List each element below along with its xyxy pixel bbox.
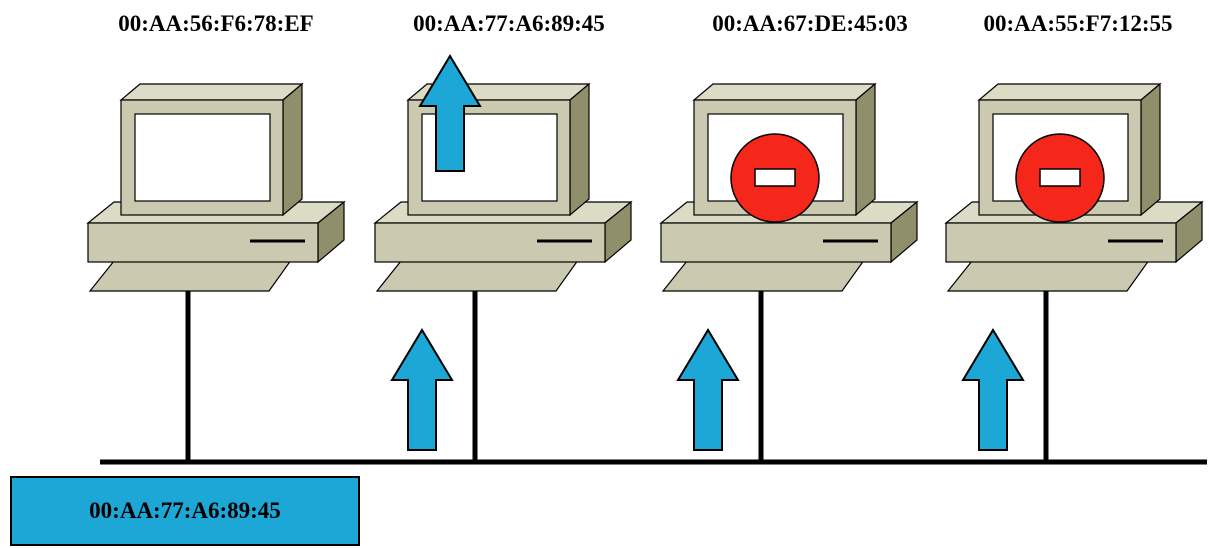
monitor-top-face — [977, 83, 1162, 101]
no-entry-bar — [1039, 168, 1081, 187]
no-entry-icon — [730, 133, 820, 223]
frame-accepted-arrow-icon — [418, 54, 482, 172]
mac-label-host-2: 00:AA:77:A6:89:45 — [413, 11, 605, 36]
monitor-side-face — [569, 82, 590, 217]
frame-destination-mac: 00:AA:77:A6:89:45 — [89, 498, 281, 523]
computer-host-4 — [944, 82, 1204, 462]
computer-host-1 — [86, 82, 346, 462]
computer-host-2 — [373, 54, 633, 462]
computer-host-3 — [659, 82, 919, 462]
monitor-top-face — [119, 83, 304, 101]
frame-up-arrow-icon — [961, 328, 1025, 451]
mac-label-host-1: 00:AA:56:F6:78:EF — [118, 11, 314, 36]
no-entry-bar — [754, 168, 796, 187]
monitor-side-face — [1140, 82, 1161, 217]
frame-up-arrow-icon — [676, 328, 740, 451]
mac-label-host-3: 00:AA:67:DE:45:03 — [712, 11, 908, 36]
no-entry-icon — [1015, 133, 1105, 223]
frame-destination-box: 00:AA:77:A6:89:45 — [10, 476, 360, 546]
monitor-side-face — [282, 82, 303, 217]
mac-label-host-4: 00:AA:55:F7:12:55 — [983, 11, 1173, 36]
monitor-side-face — [855, 82, 876, 217]
monitor-top-face — [692, 83, 877, 101]
frame-up-arrow-icon — [390, 328, 454, 451]
monitor-screen — [134, 113, 271, 202]
